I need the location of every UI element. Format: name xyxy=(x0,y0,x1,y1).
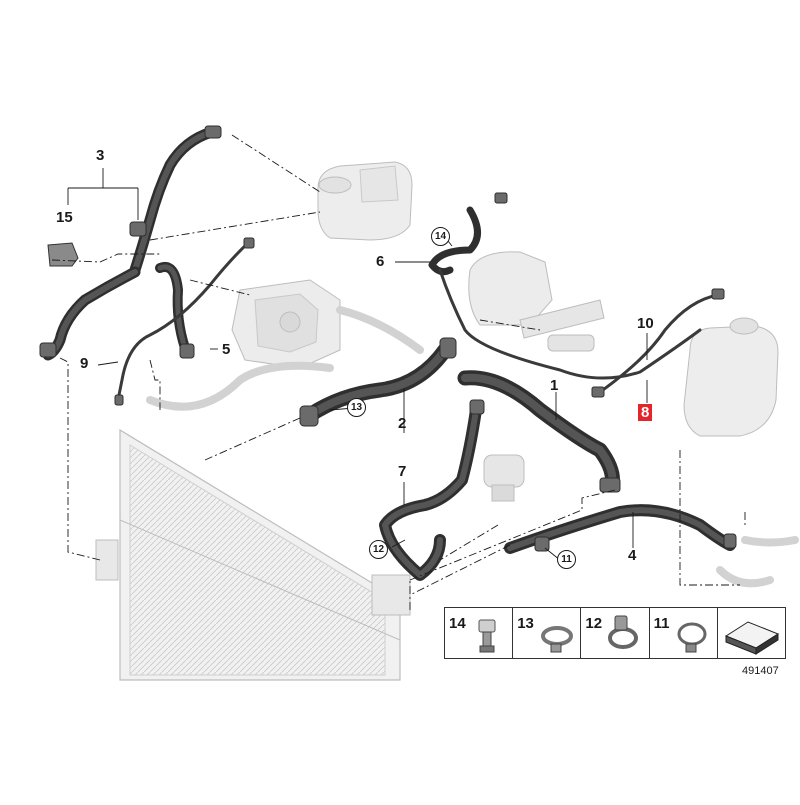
hose-connectors xyxy=(39,125,737,552)
legend-cell-13: 13 xyxy=(513,608,582,658)
auxiliary-water-pump xyxy=(483,454,525,502)
circled-label-12: 12 xyxy=(369,540,388,559)
circled-label-13: 13 xyxy=(347,398,366,417)
circled-label-14: 14 xyxy=(431,227,450,246)
direction-arrow-icon xyxy=(724,621,779,655)
label-8-highlighted: 8 xyxy=(638,404,653,421)
legend-number-12: 12 xyxy=(585,615,603,632)
part-15-bracket xyxy=(47,242,79,267)
hose-clamp-icon xyxy=(541,626,574,653)
band-clamp-icon xyxy=(677,622,707,653)
legend-number-14: 14 xyxy=(449,615,466,632)
label-7: 7 xyxy=(398,463,407,480)
document-number: 491407 xyxy=(742,665,779,677)
expansion-tank-upper xyxy=(317,161,413,241)
coolant-lines-thin xyxy=(116,241,720,402)
coolant-pipe-lower xyxy=(146,306,799,588)
label-5: 5 xyxy=(222,341,231,358)
legend-cell-14: 14 xyxy=(445,608,514,658)
label-9: 9 xyxy=(80,355,89,372)
legend-cell-12: 12 xyxy=(581,608,650,658)
label-2: 2 xyxy=(398,415,407,432)
leader-lines xyxy=(51,134,746,610)
spring-clamp-icon xyxy=(608,615,639,649)
legend-number-13: 13 xyxy=(517,615,534,632)
radiator xyxy=(95,428,411,681)
engine-mount-bracket xyxy=(468,251,605,352)
legend-cell-arrow xyxy=(718,608,785,658)
label-10: 10 xyxy=(637,315,654,332)
expansion-tank-right xyxy=(683,317,779,437)
parts-legend: 14 13 12 11 xyxy=(444,607,786,659)
label-6: 6 xyxy=(376,253,385,270)
electric-coolant-pump-unit xyxy=(231,279,341,369)
label-4: 4 xyxy=(628,547,637,564)
label-1: 1 xyxy=(550,377,559,394)
legend-cell-11: 11 xyxy=(650,608,718,658)
legend-number-11: 11 xyxy=(653,615,670,632)
clip-icon xyxy=(478,619,496,653)
label-15: 15 xyxy=(56,209,73,226)
coolant-hoses xyxy=(42,126,736,581)
circled-label-11: 11 xyxy=(557,550,576,569)
label-3: 3 xyxy=(96,147,105,164)
